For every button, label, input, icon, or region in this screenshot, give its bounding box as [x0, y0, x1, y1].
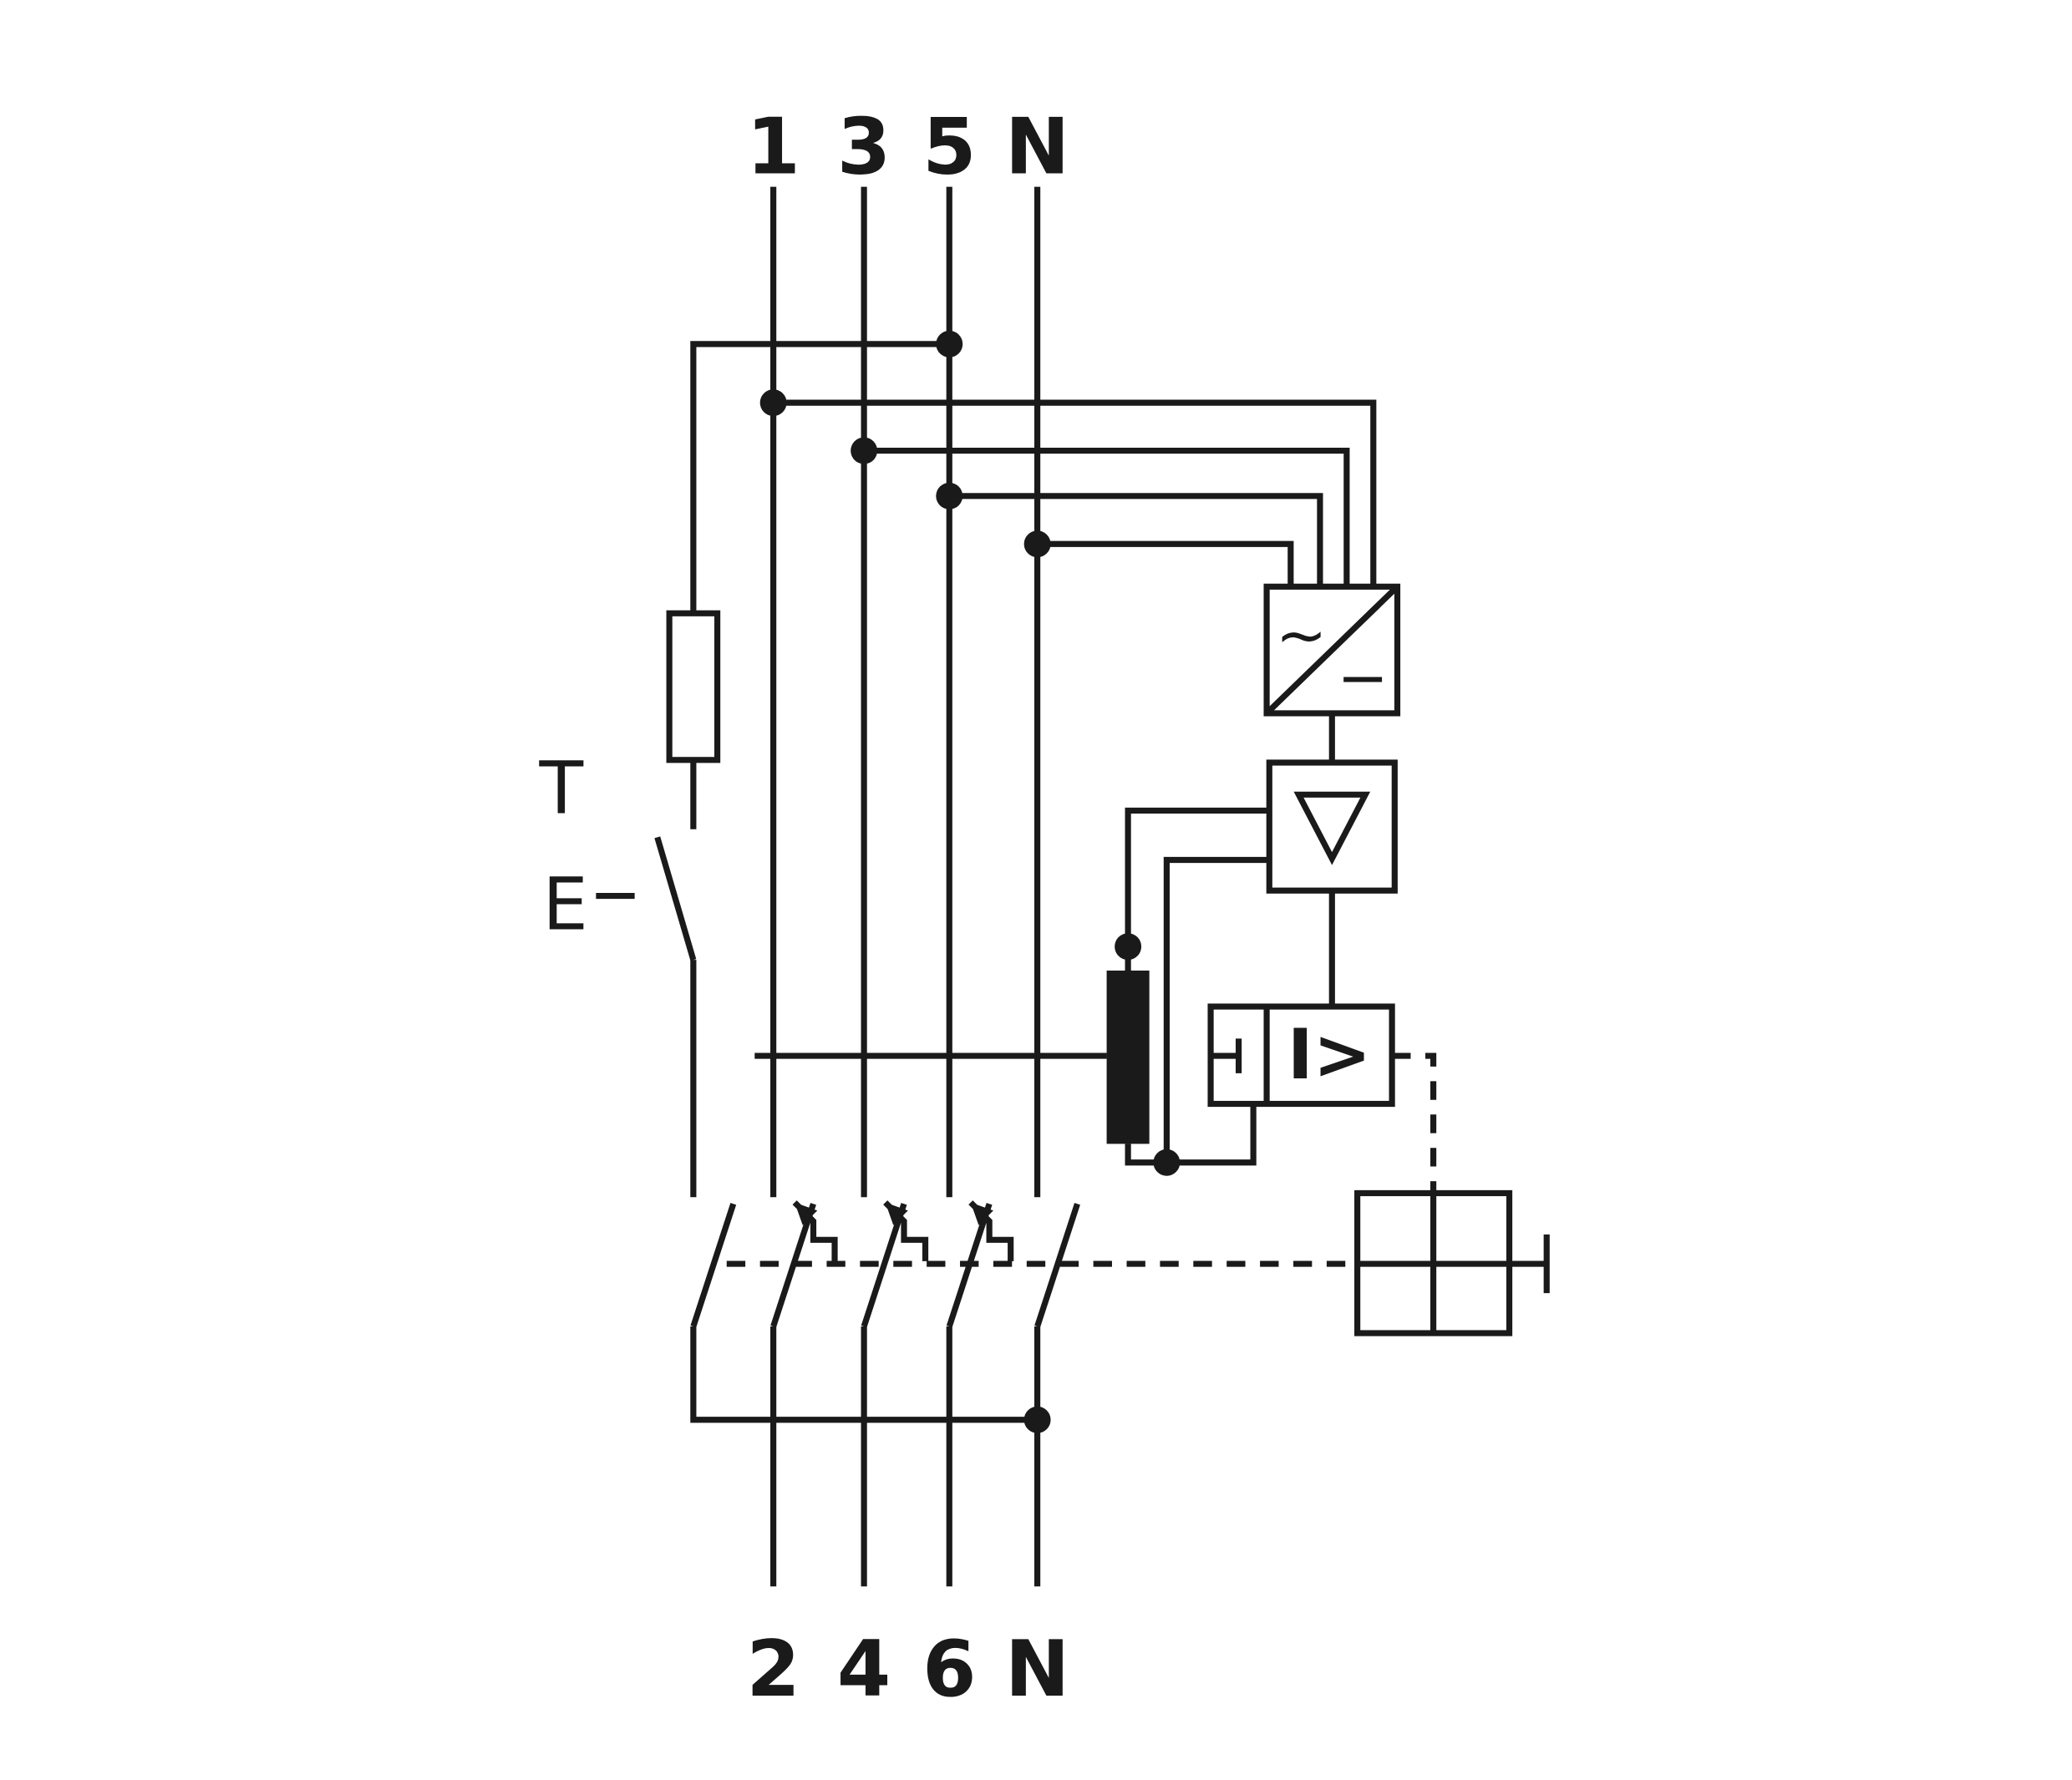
ct-secondary-wire-mid: [1163, 856, 1270, 1163]
terminal-label-4: 4: [837, 1624, 891, 1714]
level-detector-block: I>: [1207, 1003, 1395, 1108]
power-supply-diagonal: [1264, 584, 1399, 716]
contact-blade-pole3: [946, 1203, 993, 1328]
amplifier-triangle-icon: [1293, 791, 1371, 865]
trip-release-arrows: [792, 1200, 1014, 1261]
junction-dot: [1153, 1149, 1181, 1176]
junction-dot: [759, 389, 787, 417]
junction-dot: [1023, 530, 1051, 558]
test-circuit: T E: [539, 341, 1038, 1423]
bottom-terminal-labels: 2 4 6 N: [746, 1624, 1069, 1714]
detector-label: I>: [1287, 1014, 1371, 1095]
current-transformer: [754, 807, 1270, 1166]
detector-output-dashed: [1392, 1052, 1437, 1194]
tap-wire-l1: [773, 399, 1377, 587]
ac-symbol: ~: [1276, 600, 1328, 671]
tap-wire-l3: [949, 493, 1323, 587]
amplifier-block: [1266, 759, 1398, 1007]
terminal-label-n-bottom: N: [1005, 1624, 1069, 1714]
trip-arrow-icon: [792, 1200, 838, 1261]
junction-dot: [851, 437, 878, 464]
trip-arrow-icon: [968, 1200, 1014, 1261]
terminal-label-6: 6: [922, 1624, 976, 1714]
junction-dot: [936, 330, 963, 358]
trip-linkage: [726, 1052, 1437, 1267]
main-conductors: [770, 186, 1041, 1587]
junction-dot: [1023, 1406, 1051, 1433]
terminal-label-5: 5: [922, 102, 976, 192]
supply-tap-wires: [773, 399, 1377, 587]
test-button-t-label: T: [539, 748, 584, 831]
junction-dot: [1115, 933, 1142, 961]
junction-dot: [936, 482, 963, 510]
ct-secondary-wire-top: [1125, 807, 1270, 971]
dc-symbol: −: [1337, 642, 1389, 713]
ct-core: [1106, 970, 1150, 1144]
test-button-e-label: E: [542, 863, 587, 946]
contact-blade-pole-n: [1034, 1203, 1080, 1328]
test-tap-wire: [690, 341, 950, 614]
terminal-label-n-top: N: [1005, 102, 1069, 192]
test-contact-blade: [690, 1203, 737, 1328]
contact-blade-pole2: [861, 1203, 907, 1328]
trip-arrow-icon: [883, 1200, 929, 1261]
trip-mechanism: [1354, 1189, 1550, 1336]
test-resistor: [666, 610, 721, 763]
tap-wire-n: [1037, 540, 1294, 587]
test-return-wire: [690, 1326, 1038, 1423]
terminal-label-1: 1: [746, 102, 800, 192]
contact-blade-pole1: [770, 1203, 816, 1328]
terminal-label-2: 2: [746, 1624, 800, 1714]
main-contacts: [770, 1203, 1080, 1328]
ct-secondary-wire-bottom: [1125, 1103, 1257, 1166]
terminal-label-3: 3: [837, 102, 891, 192]
test-switch-blade: [654, 836, 697, 961]
power-supply-block: ~ −: [1263, 583, 1401, 763]
tap-wire-l2: [864, 447, 1350, 587]
junction-dots: [759, 330, 1181, 1433]
amplifier-box: [1266, 759, 1398, 894]
top-terminal-labels: 1 3 5 N: [746, 102, 1069, 192]
